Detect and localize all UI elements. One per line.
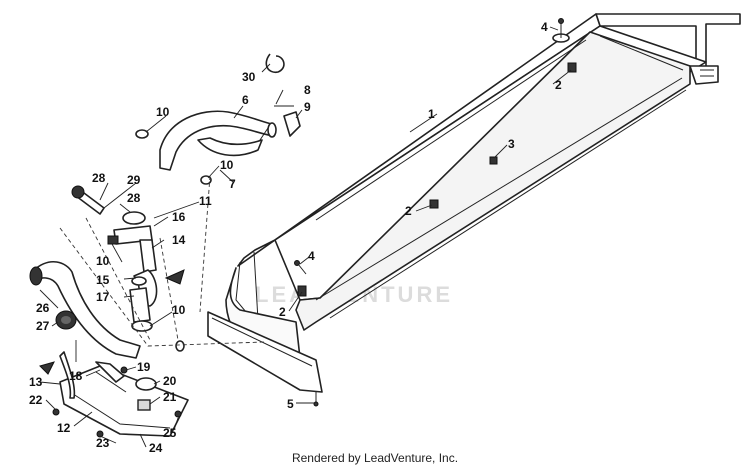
- callout-3: 3: [508, 137, 515, 151]
- callout-15: 15: [96, 273, 110, 287]
- callout-2: 2: [555, 78, 562, 92]
- main-rail-assembly: [207, 13, 741, 393]
- flow-arrows: [39, 269, 185, 375]
- callout-10: 10: [156, 105, 170, 119]
- callout-labels: 1 2 2 2 3 4 4 5 6 7 8 9 10 10 10 10 11 1…: [29, 20, 562, 455]
- callout-13: 13: [29, 375, 43, 389]
- clip-icon: [489, 156, 498, 165]
- callout-2: 2: [405, 204, 412, 218]
- callout-23: 23: [96, 436, 110, 450]
- lower-hose: [29, 261, 141, 359]
- callout-18: 18: [69, 369, 83, 383]
- footer-credit: Rendered by LeadVenture, Inc.: [291, 451, 459, 465]
- bolts: [294, 18, 570, 407]
- callout-6: 6: [242, 93, 249, 107]
- callout-20: 20: [163, 374, 177, 388]
- leader-lines: [39, 26, 572, 448]
- callout-7: 7: [229, 177, 236, 191]
- callout-29: 29: [127, 173, 141, 187]
- callout-10: 10: [220, 158, 234, 172]
- callout-27: 27: [36, 319, 50, 333]
- callout-10: 10: [96, 254, 110, 268]
- callout-12: 12: [57, 421, 71, 435]
- callout-17: 17: [96, 290, 110, 304]
- callout-19: 19: [137, 360, 151, 374]
- callout-8: 8: [304, 83, 311, 97]
- rail-clips: [297, 62, 577, 297]
- callout-25: 25: [163, 426, 177, 440]
- clip-icon: [297, 285, 307, 297]
- clip-icon: [429, 199, 439, 209]
- fill-neck-assembly: [71, 185, 158, 332]
- callout-22: 22: [29, 393, 43, 407]
- callout-30: 30: [242, 70, 256, 84]
- routing-lines: [59, 175, 265, 362]
- overflow-bottle: [52, 351, 189, 438]
- callout-24: 24: [149, 441, 163, 455]
- callout-4: 4: [308, 249, 315, 263]
- hose-clamps: [120, 53, 301, 374]
- callout-28: 28: [92, 171, 106, 185]
- callout-10: 10: [172, 303, 186, 317]
- callout-9: 9: [304, 100, 311, 114]
- callout-1: 1: [428, 107, 435, 121]
- callout-4: 4: [541, 20, 548, 34]
- clip-icon: [567, 62, 577, 73]
- callout-2: 2: [279, 305, 286, 319]
- upper-hose: [159, 110, 277, 171]
- callout-5: 5: [287, 397, 294, 411]
- callout-14: 14: [172, 233, 186, 247]
- callout-28: 28: [127, 191, 141, 205]
- callout-21: 21: [163, 390, 177, 404]
- callout-11: 11: [199, 194, 212, 208]
- callout-26: 26: [36, 301, 50, 315]
- callout-16: 16: [172, 210, 186, 224]
